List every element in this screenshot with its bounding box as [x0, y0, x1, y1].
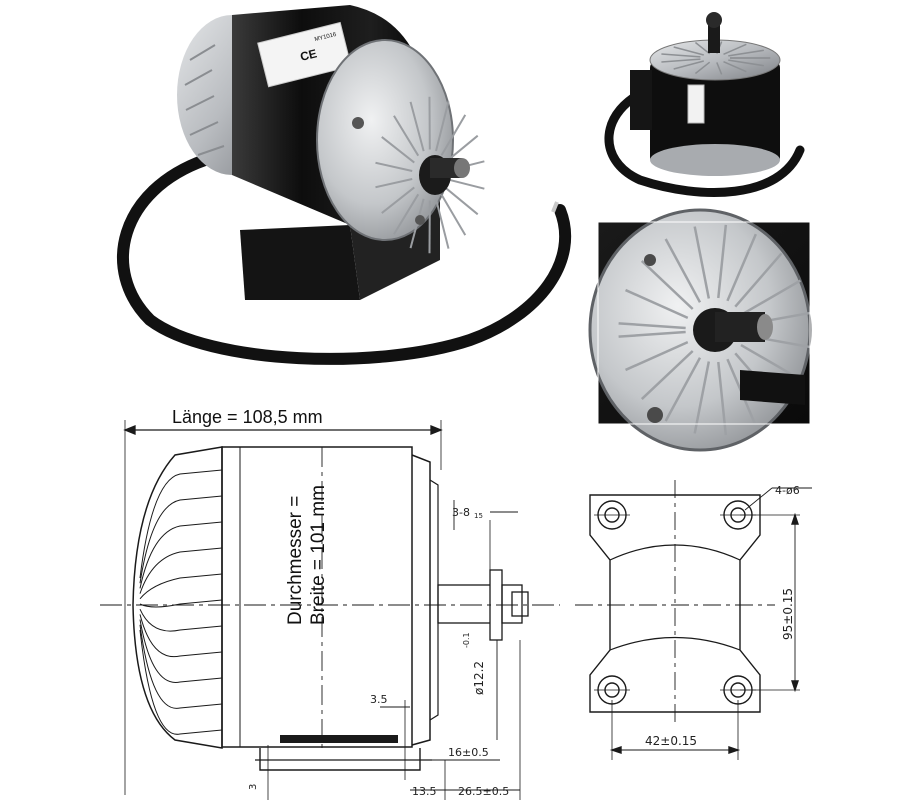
cooling-rib	[661, 58, 701, 63]
mounting-plate-drawing	[575, 480, 812, 760]
closeup-sprocket-photo	[588, 208, 812, 452]
cooling-rib	[723, 43, 747, 55]
shaft-diameter-dim: ø12.2	[472, 661, 486, 695]
cooling-rib	[381, 136, 415, 164]
cooling-rib	[723, 61, 747, 73]
rear-cap-rib	[139, 521, 223, 589]
rear-cap-rib	[139, 614, 223, 658]
rear-cap-rib	[139, 495, 223, 584]
cooling-rib	[444, 134, 479, 163]
cooling-rib	[440, 194, 467, 236]
cooling-rib	[661, 53, 701, 58]
cooling-rib	[717, 224, 728, 299]
cooling-rib	[673, 46, 704, 56]
length-label: Länge = 108,5 mm	[172, 407, 323, 427]
shaft-diameter-tol: -0.1	[462, 632, 471, 648]
rear-cap-rib	[139, 469, 223, 579]
hole-spacing-vertical-dim: 95±0.15	[781, 588, 795, 640]
main-motor-photo: CE MY1016	[117, 5, 572, 365]
cooling-rib	[693, 226, 711, 299]
cooling-rib	[716, 62, 723, 75]
cooling-rib	[640, 350, 694, 400]
cooling-rib	[393, 193, 420, 235]
cooling-rib	[444, 187, 479, 216]
shaft-offset-dim-sub: 15	[474, 512, 483, 520]
cooling-rib	[728, 49, 764, 57]
cooling-rib	[673, 60, 704, 70]
cooling-rib	[717, 361, 728, 436]
rear-cap-rib	[139, 619, 223, 683]
cooling-rib	[726, 233, 757, 302]
cooling-rib	[435, 198, 450, 249]
cooling-rib	[728, 59, 764, 67]
cooling-rib	[740, 343, 802, 381]
foot-left-dim: 13.5	[412, 785, 437, 798]
cooling-rib	[625, 288, 689, 319]
cooling-rib	[375, 178, 413, 189]
cooling-rib	[693, 361, 711, 434]
cooling-rib	[625, 341, 689, 372]
cooling-rib	[440, 114, 467, 156]
cooling-rib	[409, 101, 425, 152]
cooling-rib	[618, 330, 686, 338]
cooling-rib	[694, 41, 711, 55]
shaft-length-dim: 26.5±0.5	[458, 785, 509, 798]
diameter-label-line2: Breite = 101 mm	[308, 485, 329, 625]
cooling-rib	[618, 322, 686, 330]
cooling-rib	[381, 186, 415, 214]
rear-cap-rib	[139, 608, 223, 632]
hole-spec-dim: 4-ø6	[775, 484, 800, 497]
rear-cap-rib	[139, 547, 223, 594]
rear-cap-rib	[139, 624, 223, 709]
shaft-offset-dim: 3-8	[452, 506, 470, 519]
cooling-rib	[740, 279, 802, 317]
rear-cap-rib	[139, 599, 223, 608]
ce-mark: CE	[299, 46, 319, 64]
cooling-rib	[393, 115, 420, 157]
sticker-brand: MY1016	[314, 32, 338, 43]
rear-cap-rib	[139, 629, 223, 735]
foot-height-dim: 16±0.5	[448, 746, 489, 759]
side-view-drawing	[100, 420, 560, 800]
foot-gap-dim: 3.5	[370, 693, 388, 706]
cooling-rib	[375, 161, 413, 172]
rear-cap-rib	[139, 573, 223, 600]
cooling-rib	[664, 238, 702, 303]
cooling-rib	[435, 101, 450, 152]
foot-thickness-dim: 3	[248, 784, 259, 790]
cooling-rib	[734, 252, 783, 308]
top-right-motor-photo	[598, 2, 810, 200]
cooling-rib	[640, 260, 694, 310]
diameter-label-line1: Durchmesser =	[285, 496, 306, 625]
cooling-rib	[664, 357, 702, 422]
cooling-rib	[694, 61, 711, 75]
cooling-rib	[447, 178, 485, 190]
hole-spacing-horizontal-dim: 42±0.15	[645, 734, 697, 748]
